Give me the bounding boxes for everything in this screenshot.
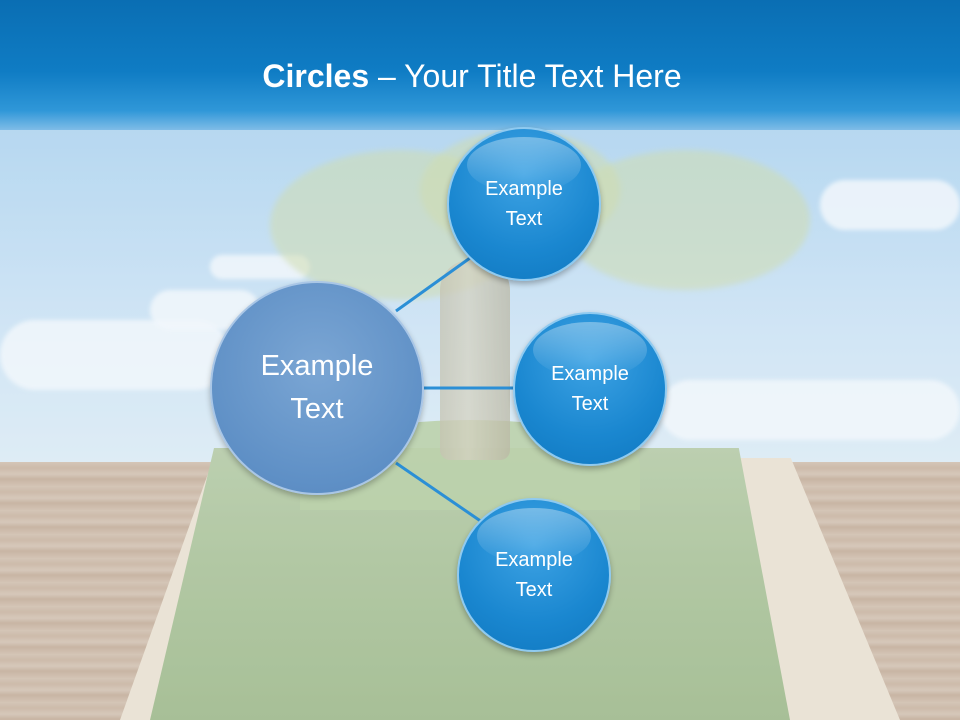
node-label: Example Text <box>495 549 573 601</box>
node-circle-top[interactable]: Example Text <box>447 127 601 281</box>
cloud <box>820 180 960 230</box>
tree-trunk <box>440 260 510 460</box>
node-label: Example Text <box>485 178 563 230</box>
slide-title: Circles – Your Title Text Here <box>0 54 944 98</box>
title-rest: – Your Title Text Here <box>369 58 682 94</box>
connector-bottom <box>395 461 483 524</box>
node-label: Example Text <box>551 363 629 415</box>
node-circle-bottom[interactable]: Example Text <box>457 498 611 652</box>
title-bold: Circles <box>262 58 370 94</box>
title-bar <box>0 0 960 130</box>
hub-label: Example Text <box>260 350 374 425</box>
node-circle-middle[interactable]: Example Text <box>513 312 667 466</box>
hub-circle[interactable]: Example Text <box>210 281 424 495</box>
cloud <box>660 380 960 440</box>
connector-top <box>395 256 471 313</box>
cloud <box>0 320 230 390</box>
